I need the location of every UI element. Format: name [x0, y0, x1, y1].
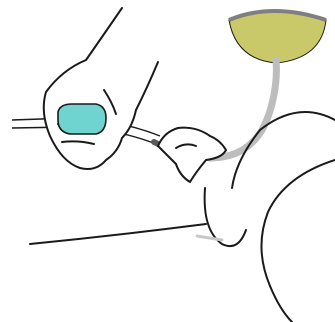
- hand-icon: [44, 8, 158, 169]
- skin-shadow: [197, 236, 222, 240]
- hand-icon: [158, 128, 226, 182]
- tubing-clip-icon: [58, 104, 106, 134]
- drainage-bag-icon: [229, 11, 326, 63]
